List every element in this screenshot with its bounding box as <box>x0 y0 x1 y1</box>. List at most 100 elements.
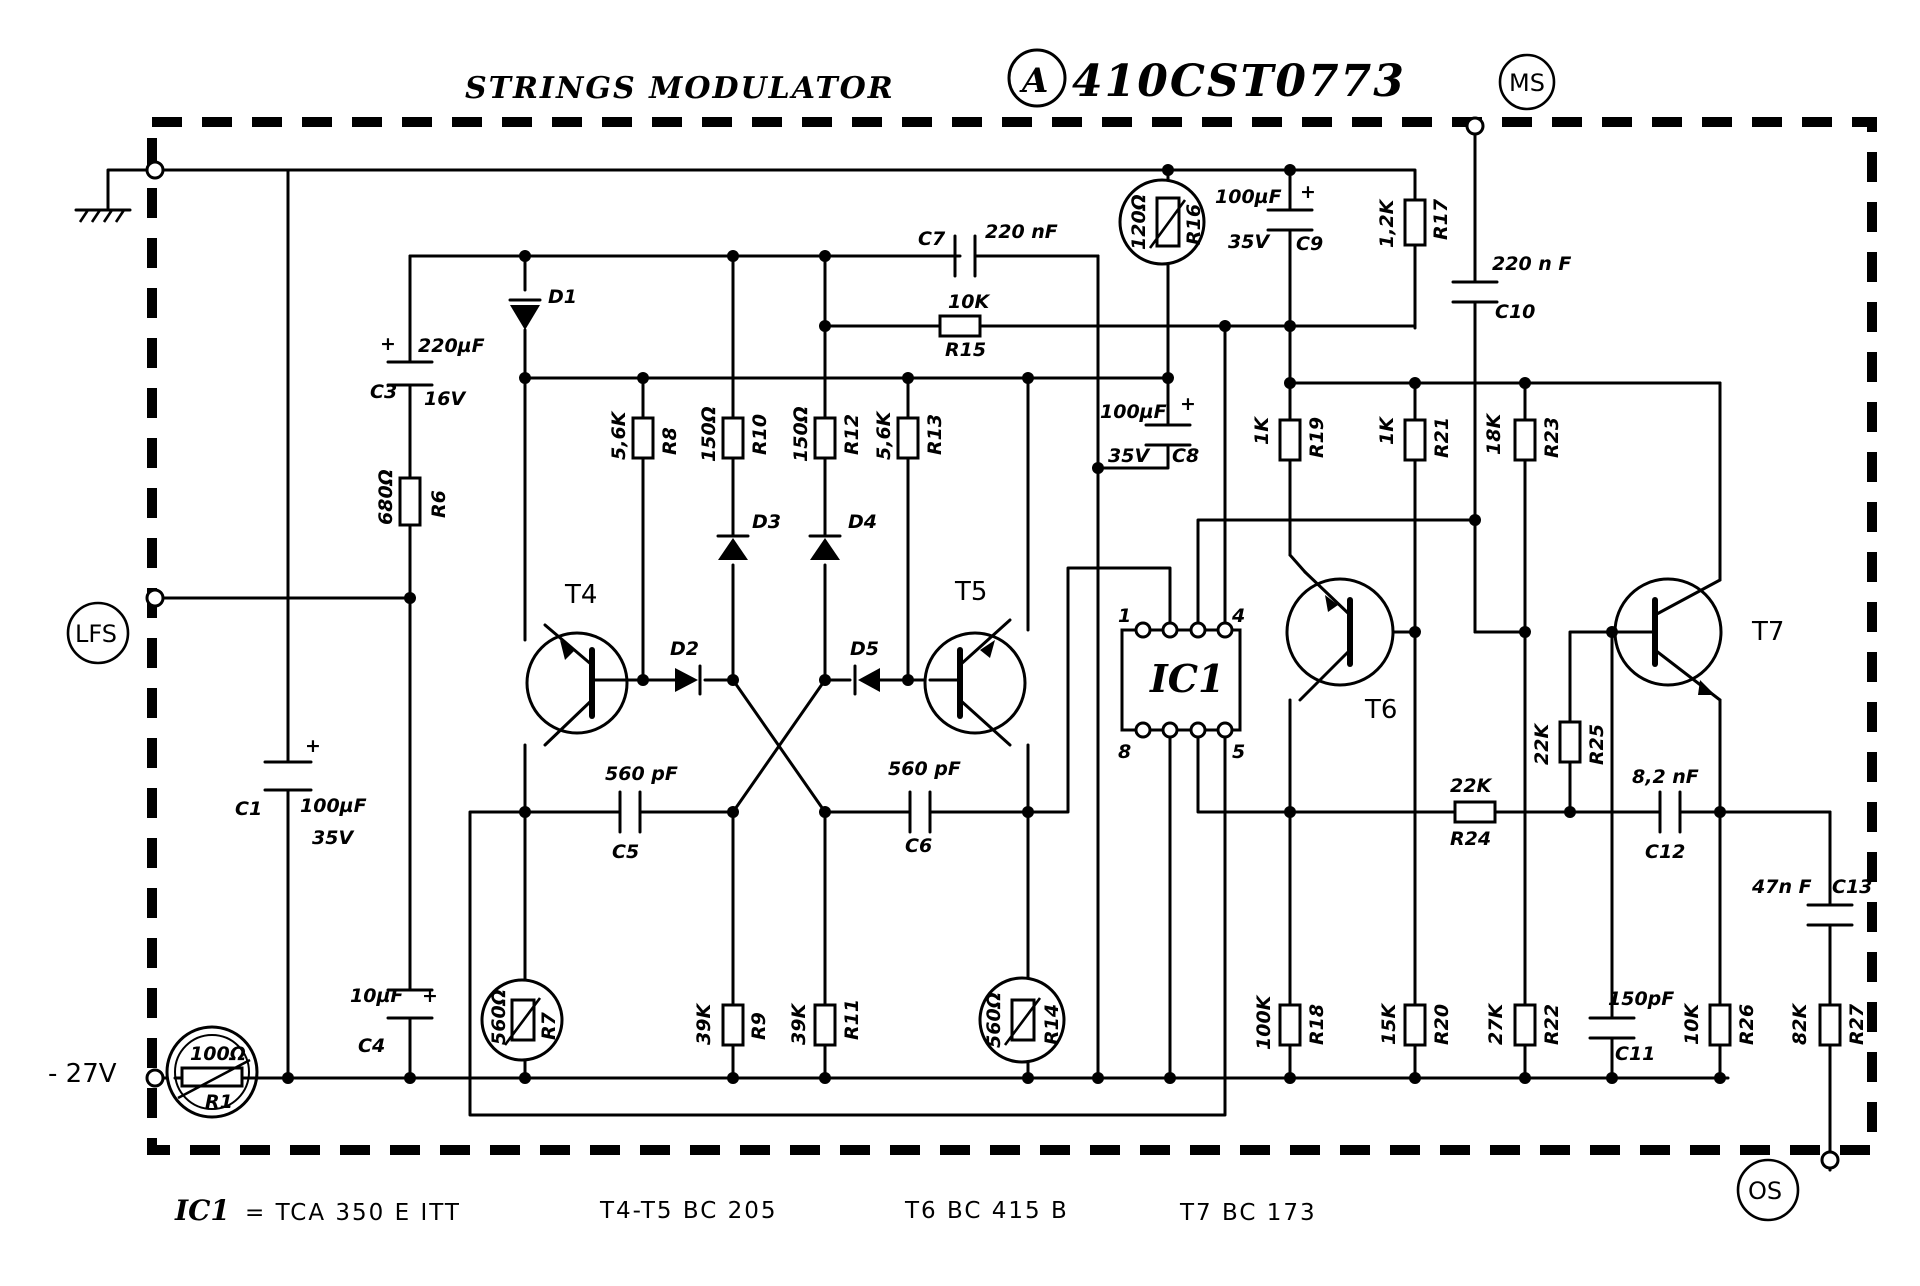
svg-text:+: + <box>380 333 396 355</box>
terminals <box>145 116 1840 1170</box>
capacitor-c6[interactable]: 560 pF C6 <box>888 758 961 857</box>
svg-text:T4: T4 <box>564 580 597 610</box>
svg-text:R16: R16 <box>1183 204 1205 245</box>
svg-text:D5: D5 <box>850 638 879 660</box>
svg-text:T5: T5 <box>954 577 987 607</box>
capacitor-c7[interactable]: C7 220 nF <box>918 221 1100 278</box>
svg-text:4: 4 <box>1231 605 1245 627</box>
svg-text:27K: 27K <box>1485 1003 1507 1045</box>
resistor-r11[interactable]: 39K R11 <box>788 999 863 1047</box>
svg-text:39K: 39K <box>693 1003 715 1045</box>
capacitor-c10[interactable]: 220 n F C10 <box>1451 253 1571 323</box>
resistor-r1[interactable]: 100Ω R1 <box>165 1025 290 1119</box>
resistor-r19[interactable]: 1K R19 <box>1251 416 1328 462</box>
svg-text:R22: R22 <box>1541 1004 1563 1045</box>
diode-d4[interactable]: D4 <box>808 511 877 560</box>
diode-d3[interactable]: D3 <box>716 511 781 560</box>
diode-d5[interactable]: D5 <box>850 638 880 696</box>
capacitor-c12[interactable]: 8,2 nF C12 <box>1632 766 1699 863</box>
resistor-r12[interactable]: 150Ω R12 <box>790 406 863 462</box>
resistor-r10[interactable]: 150Ω R10 <box>698 406 771 462</box>
resistor-r16[interactable]: 120Ω R16 <box>1118 178 1206 266</box>
svg-text:R12: R12 <box>841 414 863 455</box>
svg-text:R20: R20 <box>1431 1004 1453 1045</box>
capacitor-c13[interactable]: 47n F C13 <box>1751 876 1872 927</box>
resistor-r23[interactable]: 18K R23 <box>1483 413 1563 462</box>
svg-text:47n F: 47n F <box>1751 876 1812 898</box>
transistor-t4[interactable]: T4 <box>525 580 645 747</box>
svg-text:39K: 39K <box>788 1003 810 1045</box>
resistor-r13[interactable]: 5,6K R13 <box>873 410 946 460</box>
resistor-r22[interactable]: 27K R22 <box>1485 1003 1563 1047</box>
ms-port[interactable]: MS <box>1498 53 1556 111</box>
resistor-r27[interactable]: 82K R27 <box>1789 1003 1868 1047</box>
capacitor-c3[interactable]: + 220µF C3 16V <box>370 333 485 410</box>
svg-text:R6: R6 <box>428 490 450 518</box>
resistor-r24[interactable]: 22K R24 <box>1450 775 1497 850</box>
capacitor-c8[interactable]: 100µF + 35V C8 <box>1100 393 1199 467</box>
svg-text:R21: R21 <box>1431 417 1453 458</box>
resistor-r6[interactable]: 680Ω R6 <box>375 469 450 527</box>
svg-text:C7: C7 <box>918 228 946 250</box>
transistor-t7[interactable]: T7 <box>1610 577 1784 702</box>
resistor-r9[interactable]: 39K R9 <box>693 1003 770 1047</box>
part-number-mark: A 410CST0773 <box>1007 48 1404 108</box>
svg-text:560 pF: 560 pF <box>605 763 678 785</box>
capacitor-c5[interactable]: 560 pF C5 <box>605 763 678 863</box>
svg-text:LFS: LFS <box>75 620 117 648</box>
resistor-r21[interactable]: 1K R21 <box>1376 416 1453 462</box>
resistor-r14[interactable]: 560Ω R14 <box>978 976 1066 1064</box>
svg-text:R13: R13 <box>924 414 946 455</box>
svg-text:C10: C10 <box>1495 301 1535 323</box>
capacitor-c11[interactable]: 150pF C11 <box>1588 988 1674 1065</box>
capacitor-c1[interactable]: + C1 100µF 35V <box>235 735 367 849</box>
svg-text:100µF: 100µF <box>1215 186 1282 208</box>
lfs-port[interactable]: LFS <box>66 601 130 665</box>
resistor-r20[interactable]: 15K R20 <box>1378 1003 1453 1047</box>
supply-label: - 27V <box>48 1059 117 1089</box>
transistor-t6[interactable]: T6 <box>1285 553 1397 725</box>
svg-text:R27: R27 <box>1846 1003 1868 1045</box>
ground-icon <box>74 168 157 223</box>
resistor-r26[interactable]: 10K R26 <box>1681 1003 1758 1047</box>
resistor-r7[interactable]: 560Ω R7 <box>480 978 564 1062</box>
svg-text:C1: C1 <box>235 798 262 820</box>
resistor-r8[interactable]: 5,6K R8 <box>608 410 681 460</box>
svg-text:C8: C8 <box>1172 445 1199 467</box>
svg-text:R8: R8 <box>659 427 681 455</box>
resistor-r15[interactable]: 10K R15 <box>938 291 990 361</box>
svg-text:C5: C5 <box>612 841 639 863</box>
svg-text:1K: 1K <box>1251 416 1273 445</box>
svg-text:680Ω: 680Ω <box>375 469 397 525</box>
svg-text:C9: C9 <box>1296 233 1323 255</box>
svg-text:D1: D1 <box>548 286 577 308</box>
svg-text:100Ω: 100Ω <box>190 1043 246 1065</box>
diode-d2[interactable]: D2 <box>670 638 702 696</box>
svg-text:R14: R14 <box>1041 1004 1063 1045</box>
resistor-r25[interactable]: 22K R25 <box>1531 720 1608 765</box>
svg-text:IC1: IC1 <box>1149 656 1224 701</box>
svg-text:+: + <box>1180 393 1196 415</box>
svg-text:18K: 18K <box>1483 413 1505 455</box>
svg-text:T7 BC 173: T7 BC 173 <box>1179 1200 1317 1226</box>
transistor-t5[interactable]: T5 <box>923 577 1027 747</box>
svg-text:R17: R17 <box>1430 198 1452 240</box>
os-port[interactable]: OS <box>1736 1158 1800 1222</box>
svg-text:5,6K: 5,6K <box>608 410 630 460</box>
svg-text:IC1: IC1 <box>174 1194 230 1227</box>
capacitor-c9[interactable]: 100µF + 35V C9 <box>1215 181 1323 255</box>
ic1-chip[interactable]: IC1 1 4 8 5 <box>1118 605 1245 763</box>
footer-legend: IC1 = TCA 350 E ITT T4-T5 BC 205 T6 BC 4… <box>174 1194 1317 1227</box>
svg-text:T6 BC 415 B: T6 BC 415 B <box>904 1198 1069 1224</box>
resistor-r17[interactable]: 1,2K R17 <box>1376 198 1452 248</box>
svg-text:D2: D2 <box>670 638 699 660</box>
svg-text:16V: 16V <box>424 388 466 410</box>
svg-text:10K: 10K <box>948 291 990 313</box>
wires <box>153 126 1832 1172</box>
capacitor-c4[interactable]: 10µF + C4 <box>350 985 438 1057</box>
svg-text:D3: D3 <box>752 511 781 533</box>
svg-text:+: + <box>305 735 321 757</box>
resistor-r18[interactable]: 100K R18 <box>1253 994 1328 1050</box>
svg-text:R9: R9 <box>748 1012 770 1040</box>
diode-d1[interactable]: D1 <box>508 286 577 330</box>
